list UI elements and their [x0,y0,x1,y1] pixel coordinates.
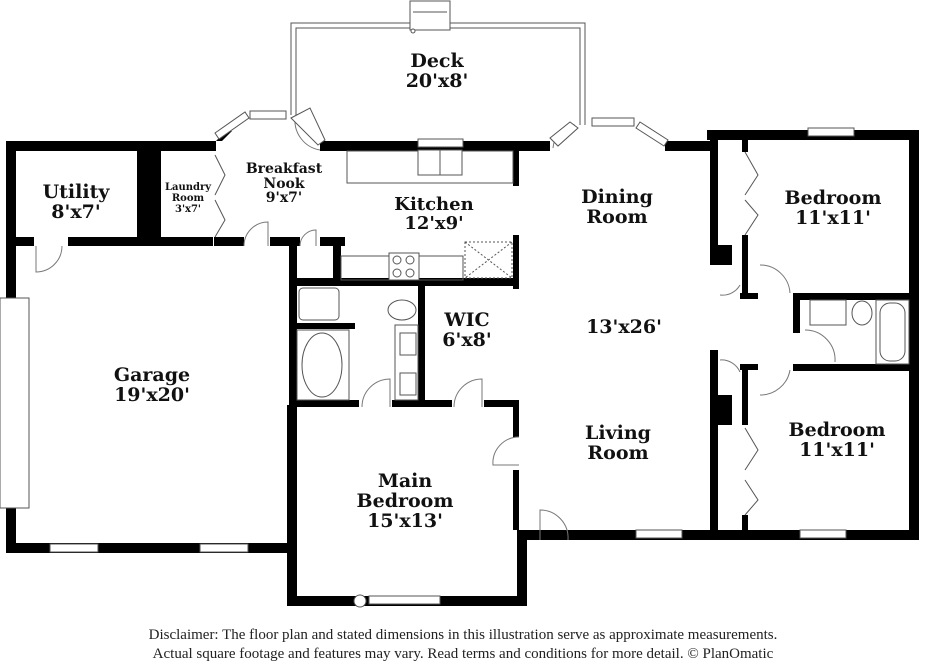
room-label-dining: Dining Room [581,186,653,228]
nook-name-1: Breakfast [245,161,323,177]
deck-name: Deck [410,50,464,72]
room-label-main-bedroom: Main Bedroom 15'x13' [356,470,454,532]
room-label-laundry: Laundry Room 3'x7' [165,182,211,215]
dining-name-1: Dining [581,186,653,208]
living-name-1: Living [585,422,651,444]
garage-size: 19'x20' [114,383,190,406]
room-label-bedroom-upper: Bedroom 11'x11' [784,187,882,229]
kitchen-name: Kitchen [394,194,474,215]
main-bedroom-name-2: Bedroom [356,489,454,512]
fixtures [296,149,910,608]
kitchen-size: 12'x9' [404,212,464,234]
room-label-wic: WIC 6'x8' [442,309,492,351]
room-label-bedroom-lower: Bedroom 11'x11' [788,419,886,461]
garage-name: Garage [113,364,191,386]
laundry-size: 3'x7' [174,204,201,215]
deck-railing [290,0,586,125]
nook-size: 9'x7' [265,190,303,207]
room-label-garage: Garage 19'x20' [113,364,191,406]
disclaimer-line-1: Disclaimer: The floor plan and stated di… [148,627,778,643]
disclaimer-line-2: Actual square footage and features may v… [152,646,774,662]
deck-size: 20'x8' [405,69,469,92]
room-label-breakfast-nook: Breakfast Nook 9'x7' [246,162,322,206]
room-label-living: Living Room [585,422,651,464]
room-label-kitchen: Kitchen 12'x9' [394,194,474,234]
laundry-name-1: Laundry [164,182,212,193]
interior-walls [16,140,919,540]
bedroom-lower-name: Bedroom [788,419,886,441]
bedroom-upper-size: 11'x11' [795,206,871,229]
bedroom-upper-name: Bedroom [784,187,882,209]
main-bedroom-size: 15'x13' [367,509,443,532]
nook-name-2: Nook [263,175,305,192]
dining-name-2: Room [586,205,648,228]
wic-name: WIC [444,309,490,331]
laundry-name-2: Room [171,193,205,204]
utility-name: Utility [42,181,110,203]
living-name-2: Room [587,441,649,464]
doors [35,107,836,541]
room-label-deck: Deck 20'x8' [405,50,469,92]
living-dining-size: 13'x26' [586,316,662,338]
utility-size: 8'x7' [51,200,101,223]
room-label-utility: Utility 8'x7' [42,181,110,223]
bifold-doors [214,151,759,516]
wic-size: 6'x8' [442,328,492,351]
bedroom-lower-size: 11'x11' [799,438,875,461]
main-bedroom-name-1: Main [377,470,433,492]
windows [0,110,855,605]
